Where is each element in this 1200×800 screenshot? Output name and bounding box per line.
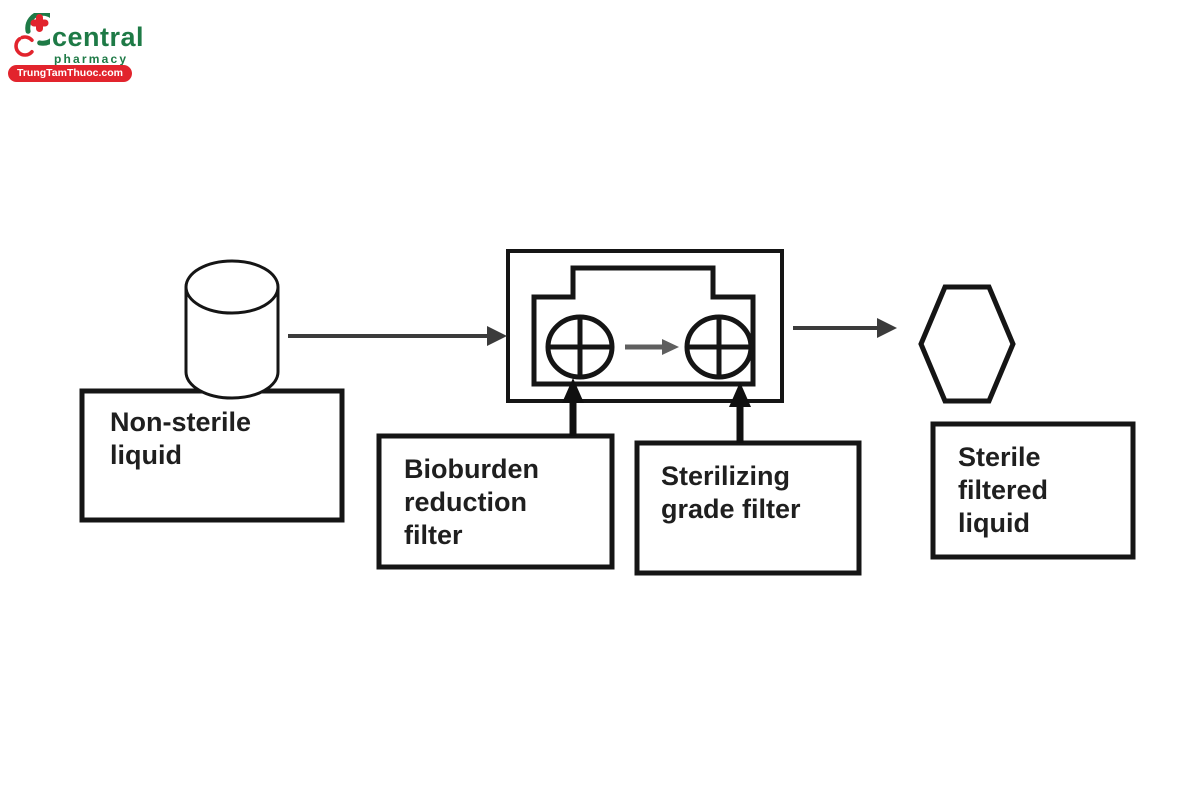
label-line: filter — [404, 520, 463, 550]
non-sterile-liquid-box — [79, 388, 345, 523]
sterilizing-grade-filter-box — [634, 440, 862, 576]
bioburden-reduction-filter-label: Bioburden reduction filter — [404, 453, 539, 552]
label-line: liquid — [110, 440, 182, 470]
sterilizing-pointer-arrow-icon — [729, 382, 751, 443]
label-line: Non-sterile — [110, 407, 252, 437]
sterilizing-filter-symbol-icon — [684, 314, 754, 380]
label-line: reduction — [404, 487, 528, 517]
logo-subtitle-text: pharmacy — [54, 52, 129, 66]
bioburden-filter-symbol-icon — [545, 314, 615, 380]
sterile-filtered-liquid-box — [930, 421, 1136, 560]
sterilizing-grade-filter-label: Sterilizing grade filter — [661, 460, 801, 526]
plus-icon — [30, 14, 49, 32]
non-sterile-liquid-label: Non-sterile liquid — [110, 406, 251, 472]
label-line: Sterile — [958, 442, 1041, 472]
logo-brand-text: central — [52, 22, 145, 52]
flow-arrow-tank-to-housing-icon — [288, 326, 507, 346]
sterile-filtered-liquid-label: Sterile filtered liquid — [958, 441, 1048, 540]
bioburden-reduction-filter-box — [376, 433, 615, 570]
label-line: filtered — [958, 475, 1049, 505]
filter-housing-icon — [506, 249, 784, 403]
label-line: Sterilizing — [661, 461, 791, 491]
central-pharmacy-logo: central pharmacy TrungTamThuoc.com — [6, 13, 156, 82]
label-line: liquid — [958, 508, 1030, 538]
flow-arrow-housing-to-hexagon-icon — [793, 318, 897, 338]
logo-badge: TrungTamThuoc.com — [8, 65, 132, 82]
bioburden-pointer-arrow-icon — [562, 378, 584, 436]
central-pharmacy-c-plus-icon — [14, 13, 50, 57]
label-line: grade filter — [661, 494, 801, 524]
sterile-output-hexagon — [918, 284, 1016, 404]
label-line: Bioburden — [404, 454, 539, 484]
cylinder-tank-icon — [184, 259, 280, 400]
inter-filter-arrow-icon — [625, 339, 679, 355]
